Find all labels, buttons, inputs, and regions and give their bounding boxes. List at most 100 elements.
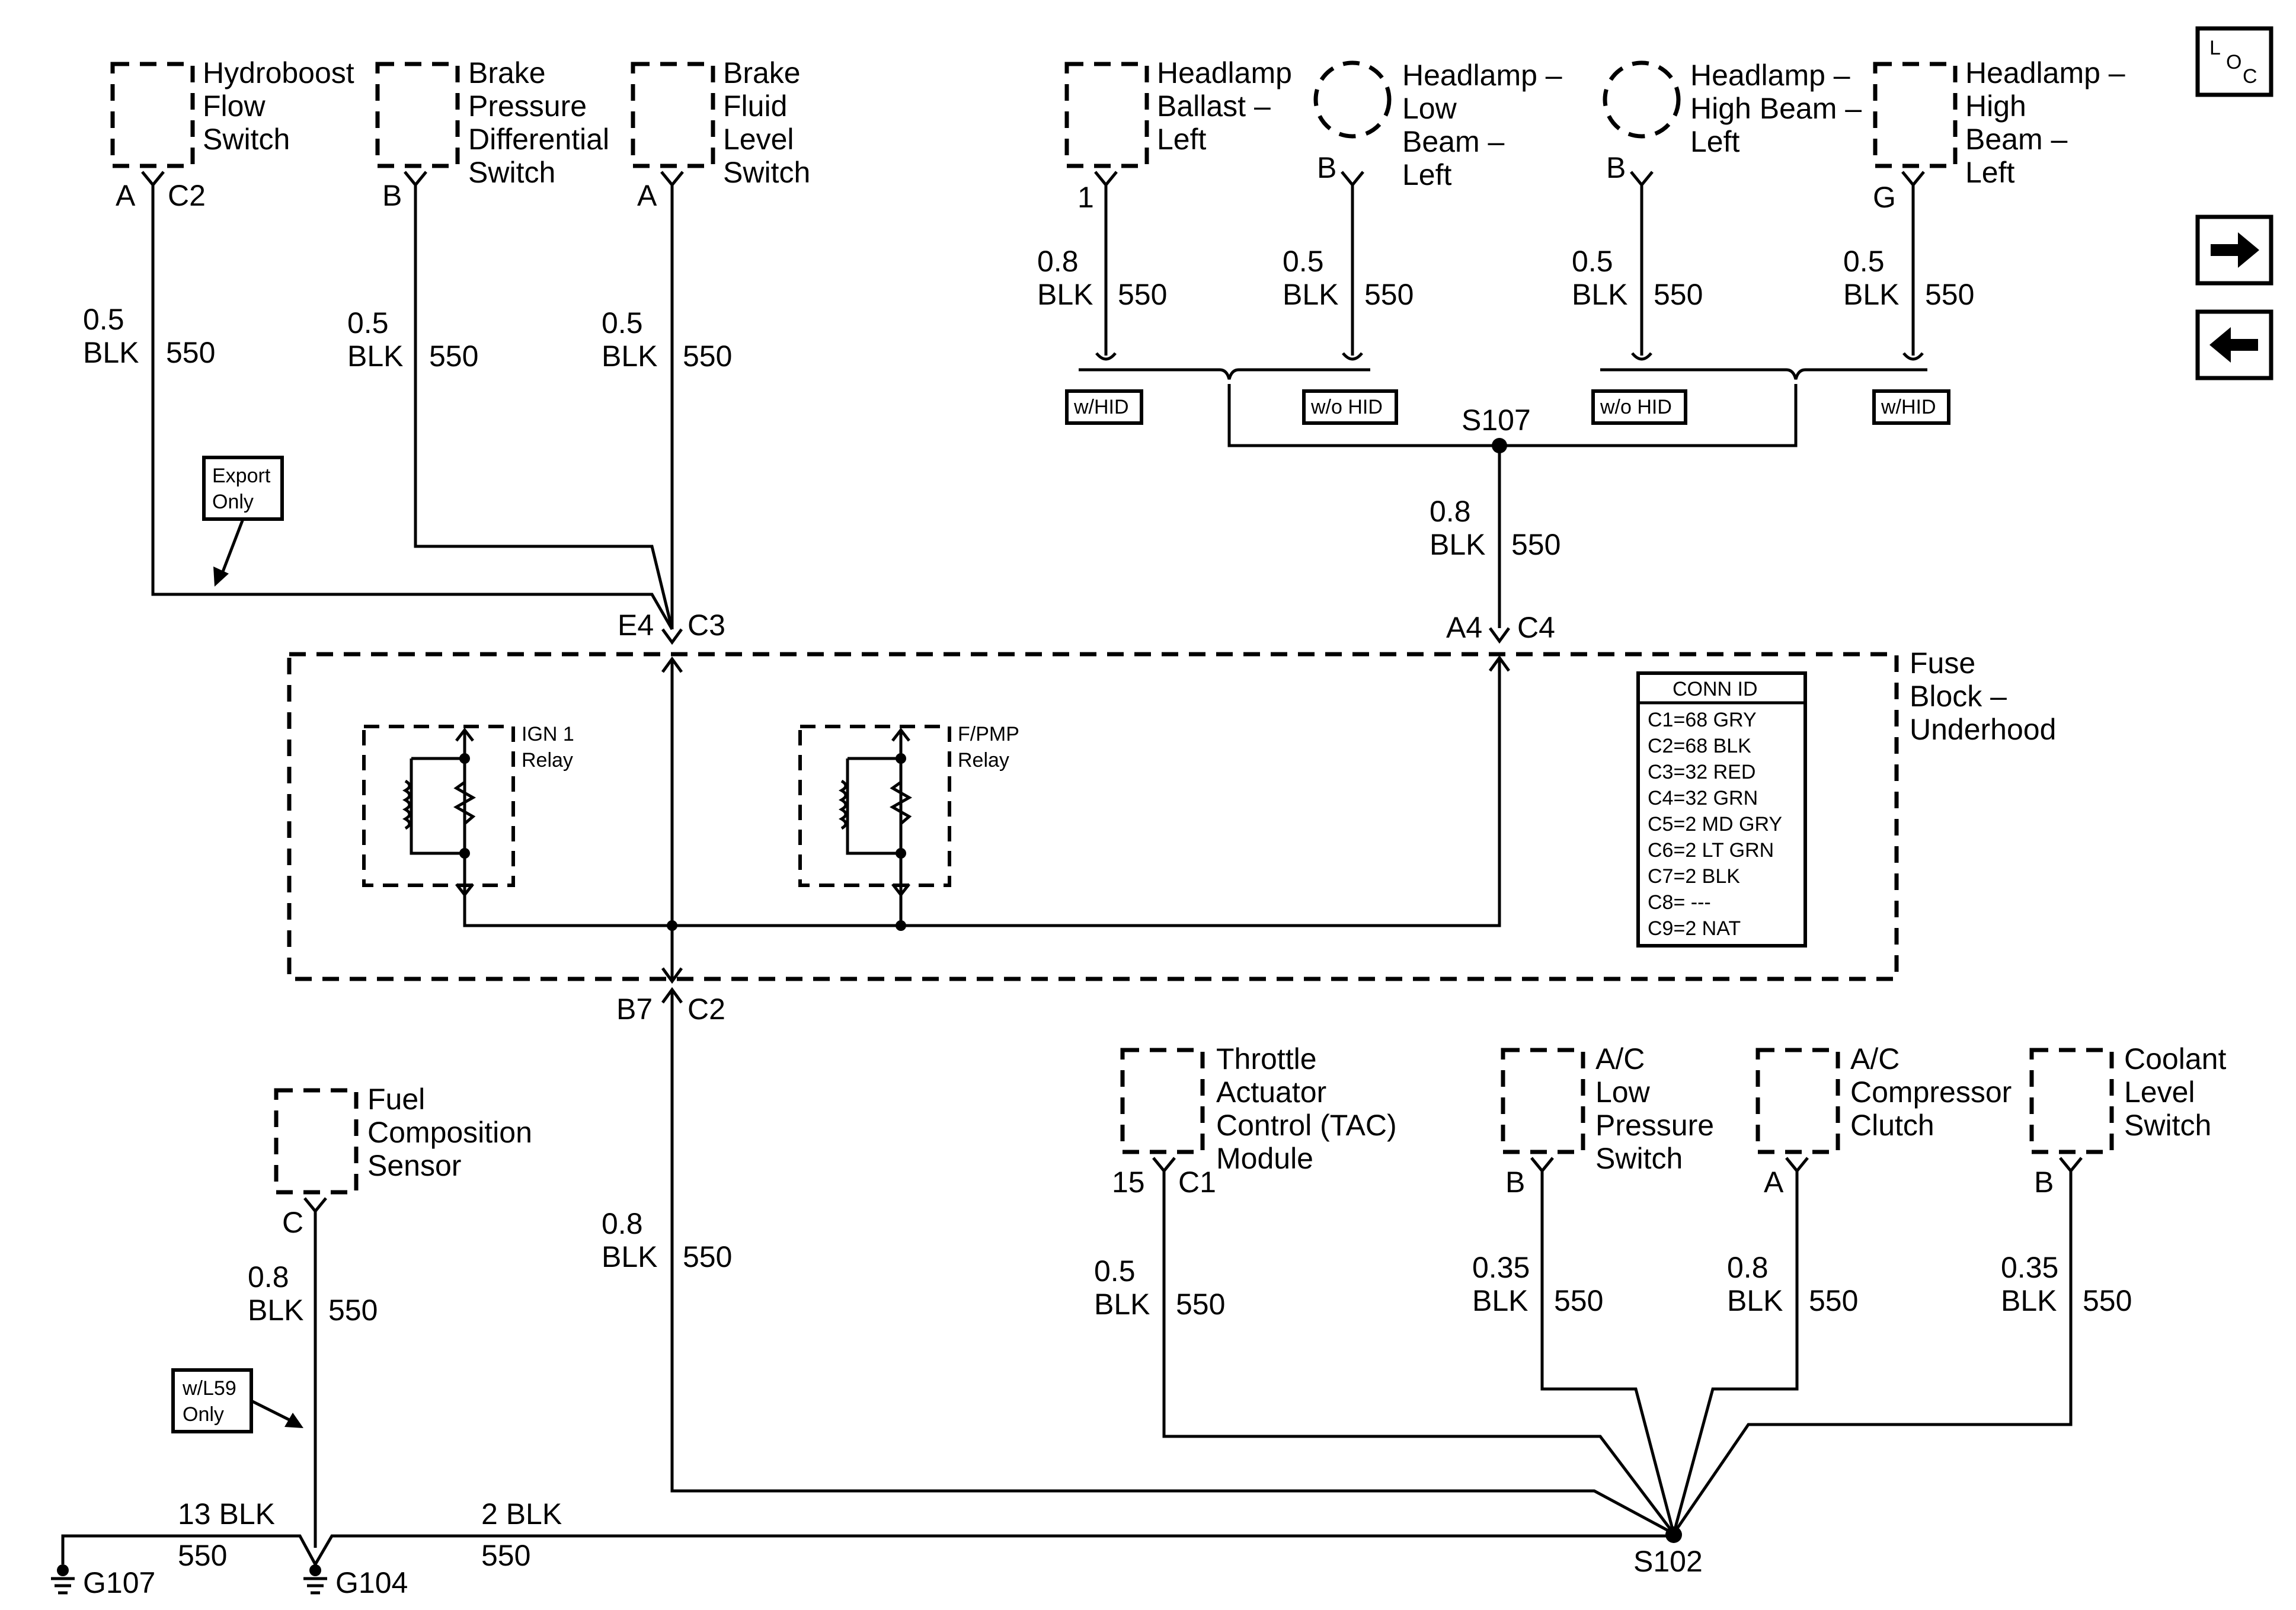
ground-icon: [303, 1577, 327, 1595]
ground-icon: [51, 1577, 75, 1595]
svg-text:0.8: 0.8: [1037, 245, 1079, 278]
svg-text:F/PMP: F/PMP: [958, 723, 1019, 745]
fuel-comp-pin: C: [282, 1206, 303, 1239]
svg-text:w/o HID: w/o HID: [1310, 396, 1383, 418]
svg-text:Underhood: Underhood: [1910, 713, 2056, 746]
wire-label-highg: 0.5 BLK 550: [1843, 245, 1974, 311]
brake-pressure-connector-icon: [404, 171, 427, 187]
fuel-composition-sensor: Fuel Composition Sensor C: [274, 1083, 532, 1239]
svg-text:Relay: Relay: [522, 749, 573, 772]
svg-text:BLK: BLK: [1472, 1284, 1528, 1317]
wire-ground-bus: [61, 1534, 1674, 1568]
svg-text:Headlamp –: Headlamp –: [1965, 56, 2125, 89]
svg-text:Left: Left: [1965, 156, 2015, 189]
wire-label-g107: 13 BLK 550: [178, 1497, 275, 1572]
hydroboost-label-2: Flow: [203, 89, 266, 123]
svg-text:C2=68 BLK: C2=68 BLK: [1648, 735, 1751, 757]
svg-text:BLK: BLK: [2001, 1284, 2057, 1317]
svg-text:550: 550: [2083, 1284, 2132, 1317]
wire-label-highb: 0.5 BLK 550: [1572, 245, 1703, 311]
svg-text:Actuator: Actuator: [1216, 1076, 1326, 1109]
hydroboost-flow-switch: Hydroboost Flow Switch A C2: [110, 56, 354, 212]
wire-label-brake-fluid: 0.5 BLK 550: [602, 306, 732, 373]
hydroboost-pin: A: [116, 179, 136, 212]
pin-a4: A4: [1446, 611, 1482, 644]
svg-text:BLK: BLK: [83, 336, 139, 369]
svg-text:0.5: 0.5: [1283, 245, 1324, 278]
svg-text:550: 550: [1176, 1288, 1225, 1321]
svg-text:G107: G107: [83, 1566, 155, 1599]
svg-text:Left: Left: [1157, 123, 1207, 156]
svg-text:550: 550: [1925, 278, 1974, 311]
svg-text:High: High: [1965, 89, 2026, 123]
svg-text:0.5: 0.5: [1094, 1254, 1136, 1288]
ground-g104: G104: [303, 1564, 408, 1599]
wire-ac-low: [1540, 1171, 1675, 1534]
coolant-level-switch: Coolant Level Switch B: [2029, 1042, 2226, 1199]
brake-fluid-connector-icon: [660, 171, 684, 187]
wire-s107-bus: [1227, 384, 1798, 447]
svg-text:0.5: 0.5: [1572, 245, 1613, 278]
svg-text:Switch: Switch: [1595, 1142, 1683, 1175]
hydroboost-connector-icon: [141, 171, 165, 187]
resistor-icon: [889, 780, 913, 825]
previous-page-button[interactable]: [2195, 309, 2273, 380]
svg-text:550: 550: [1654, 278, 1703, 311]
tag-w-hid-1: w/HID: [1065, 389, 1143, 425]
svg-text:w/L59: w/L59: [182, 1377, 236, 1400]
svg-text:L: L: [2209, 37, 2221, 59]
brake-pressure-label-3: Differential: [468, 123, 609, 156]
splice-s107-dot: [1492, 438, 1507, 453]
brake-fluid-label-3: Level: [723, 123, 794, 156]
svg-text:G104: G104: [335, 1566, 408, 1599]
headlamp-ballast-left: Headlamp Ballast – Left 1: [1064, 56, 1292, 214]
svg-text:BLK: BLK: [602, 1240, 658, 1273]
option-brace-left: [1079, 368, 1370, 380]
brake-pressure-label-4: Switch: [468, 156, 555, 189]
svg-text:BLK: BLK: [347, 340, 404, 373]
tag-w-hid-2: w/HID: [1872, 389, 1950, 425]
svg-text:0.5: 0.5: [347, 306, 389, 340]
brake-pressure-label-1: Brake: [468, 56, 546, 89]
coolant-pin: B: [2034, 1166, 2054, 1199]
l59-only-tag: w/L59 Only: [171, 1368, 303, 1433]
svg-text:2 BLK: 2 BLK: [481, 1497, 562, 1531]
svg-text:Only: Only: [212, 491, 254, 513]
svg-text:550: 550: [1554, 1284, 1603, 1317]
svg-text:Throttle: Throttle: [1216, 1042, 1317, 1076]
svg-text:0.8: 0.8: [248, 1260, 289, 1294]
pin-e4: E4: [618, 609, 654, 642]
svg-text:0.5: 0.5: [1843, 245, 1885, 278]
brake-fluid-level-switch: Brake Fluid Level Switch A: [631, 56, 810, 212]
brake-pressure-label-2: Pressure: [468, 89, 587, 123]
wire-ac-clutch: [1672, 1171, 1799, 1534]
svg-text:Low: Low: [1595, 1076, 1651, 1109]
svg-text:550: 550: [166, 336, 215, 369]
headlamp-high-beam-left-g: Headlamp – High Beam – Left G: [1873, 56, 2125, 214]
splice-s102-dot: [1665, 1526, 1682, 1543]
hydroboost-label-1: Hydroboost: [203, 56, 354, 89]
svg-text:0.8: 0.8: [1430, 495, 1471, 528]
resistor-icon: [453, 780, 477, 825]
svg-text:O: O: [2226, 51, 2241, 73]
svg-text:Left: Left: [1402, 158, 1452, 191]
next-page-button[interactable]: [2195, 215, 2273, 286]
svg-text:BLK: BLK: [1727, 1284, 1783, 1317]
brake-fluid-label-4: Switch: [723, 156, 810, 189]
location-button[interactable]: L O C: [2195, 26, 2273, 97]
svg-text:Sensor: Sensor: [367, 1149, 461, 1182]
svg-text:Coolant: Coolant: [2124, 1042, 2226, 1076]
tac-module: Throttle Actuator Control (TAC) Module 1…: [1112, 1042, 1397, 1199]
svg-text:C5=2 MD GRY: C5=2 MD GRY: [1648, 813, 1782, 836]
svg-text:0.8: 0.8: [602, 1207, 643, 1240]
svg-text:Left: Left: [1690, 125, 1740, 158]
svg-text:C: C: [2243, 65, 2257, 88]
svg-text:0.8: 0.8: [1727, 1251, 1769, 1284]
headlamp-high-beam-left-b: Headlamp – High Beam – Left B: [1603, 59, 1862, 184]
svg-text:IGN 1: IGN 1: [522, 723, 574, 745]
svg-text:w/o HID: w/o HID: [1600, 396, 1672, 418]
svg-text:Control (TAC): Control (TAC): [1216, 1109, 1397, 1142]
svg-text:550: 550: [429, 340, 478, 373]
svg-text:BLK: BLK: [1572, 278, 1628, 311]
wire-label-b7: 0.8 BLK 550: [602, 1207, 732, 1273]
